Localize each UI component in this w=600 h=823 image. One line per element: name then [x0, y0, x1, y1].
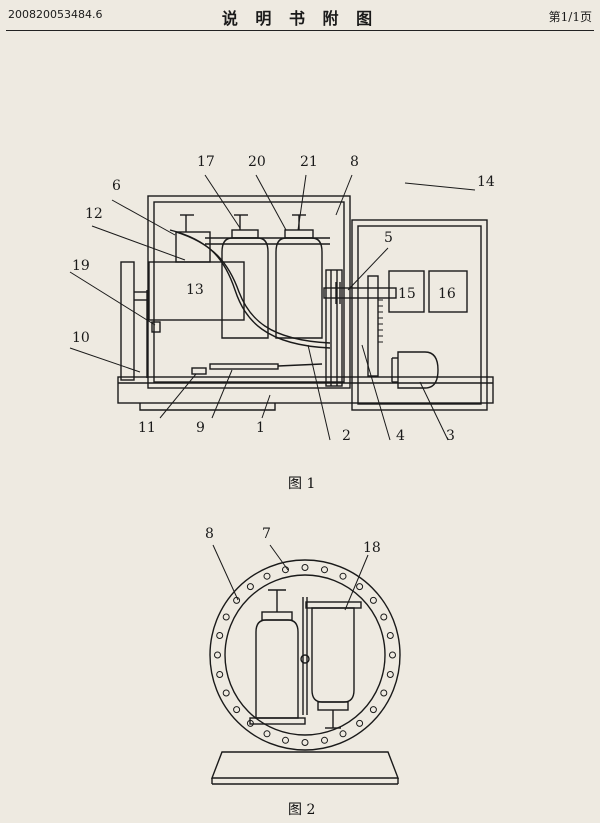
bolt-hole [339, 572, 347, 580]
bolt-hole [263, 730, 271, 738]
label-17: 17 [197, 154, 215, 170]
control-box-inner [357, 225, 482, 405]
bolt-hole [301, 564, 309, 571]
gear-column [325, 269, 343, 387]
document-number: 200820053484.6 [8, 8, 103, 21]
fig2-label-8: 8 [205, 526, 214, 542]
flange-bolt-holes [214, 564, 396, 746]
header-rule [6, 30, 594, 31]
label-5: 5 [384, 230, 393, 246]
label-6: 6 [112, 178, 121, 194]
rotating-flange-outer [209, 559, 401, 751]
bottle-group [175, 214, 330, 339]
bolt-hole [233, 596, 241, 604]
label-1: 1 [256, 420, 265, 436]
label-13: 13 [186, 282, 204, 298]
bolt-hole [339, 730, 347, 738]
label-10: 10 [72, 330, 90, 346]
figure-2: 8 7 18 图 2 [205, 526, 401, 818]
bolt-hole [380, 689, 388, 697]
bolt-hole [263, 572, 271, 580]
label-2: 2 [342, 428, 351, 444]
bolt-hole [233, 706, 241, 714]
bolt-hole [214, 651, 221, 659]
bolt-hole [222, 689, 230, 697]
label-21: 21 [300, 154, 318, 170]
component-16 [428, 270, 468, 313]
bolt-hole [356, 583, 364, 591]
left-post [120, 261, 135, 381]
page-title: 说 明 书 附 图 [221, 9, 379, 28]
outer-chamber [147, 195, 351, 389]
label-15: 15 [398, 286, 416, 302]
label-19: 19 [72, 258, 90, 274]
label-20: 20 [248, 154, 266, 170]
fig2-bottle-18 [311, 607, 355, 703]
curved-tube-inner [175, 231, 331, 344]
figure-1: 6 12 17 20 21 8 14 5 19 13 15 16 10 11 9… [69, 154, 495, 492]
motor [397, 351, 439, 389]
bolt-hole [380, 613, 388, 621]
figure-1-caption: 图 1 [288, 476, 315, 492]
bolt-hole [282, 736, 289, 744]
bolt-hole [386, 671, 394, 678]
control-box [351, 219, 488, 411]
fig2-base [210, 751, 400, 779]
bolt-hole [321, 736, 328, 744]
rotating-flange-inner [224, 574, 386, 736]
rail-9 [209, 363, 279, 370]
base-frame [117, 376, 494, 404]
figure-2-caption: 图 2 [288, 802, 315, 818]
page-number: 第1/1页 [548, 10, 592, 24]
bolt-hole [301, 739, 309, 746]
label-14: 14 [477, 174, 495, 190]
valve-19 [151, 321, 161, 333]
label-16: 16 [438, 286, 456, 302]
fig2-bottle-left [255, 619, 299, 719]
label-9: 9 [196, 420, 205, 436]
label-3: 3 [446, 428, 455, 444]
label-11: 11 [138, 420, 156, 436]
fig2-label-7: 7 [262, 526, 271, 542]
fig2-label-18: 18 [363, 540, 381, 556]
component-15 [388, 270, 425, 313]
gear-plate [367, 275, 379, 377]
sensor-11 [191, 367, 207, 375]
bolt-hole [246, 583, 254, 591]
bolt-hole [369, 596, 377, 604]
bottle-20 [275, 237, 323, 339]
drive-shaft [323, 287, 397, 299]
label-8: 8 [350, 154, 359, 170]
bolt-hole [356, 719, 364, 727]
bolt-hole [216, 671, 224, 678]
bolt-hole [216, 632, 224, 639]
bolt-hole [321, 566, 328, 574]
label-12: 12 [85, 206, 103, 222]
base-stand [139, 403, 276, 411]
bolt-hole [389, 651, 396, 659]
bolt-hole [222, 613, 230, 621]
bolt-hole [369, 706, 377, 714]
center-pivot [300, 654, 310, 664]
inner-chamber [153, 201, 345, 383]
bolt-hole [386, 632, 394, 639]
label-4: 4 [396, 428, 405, 444]
